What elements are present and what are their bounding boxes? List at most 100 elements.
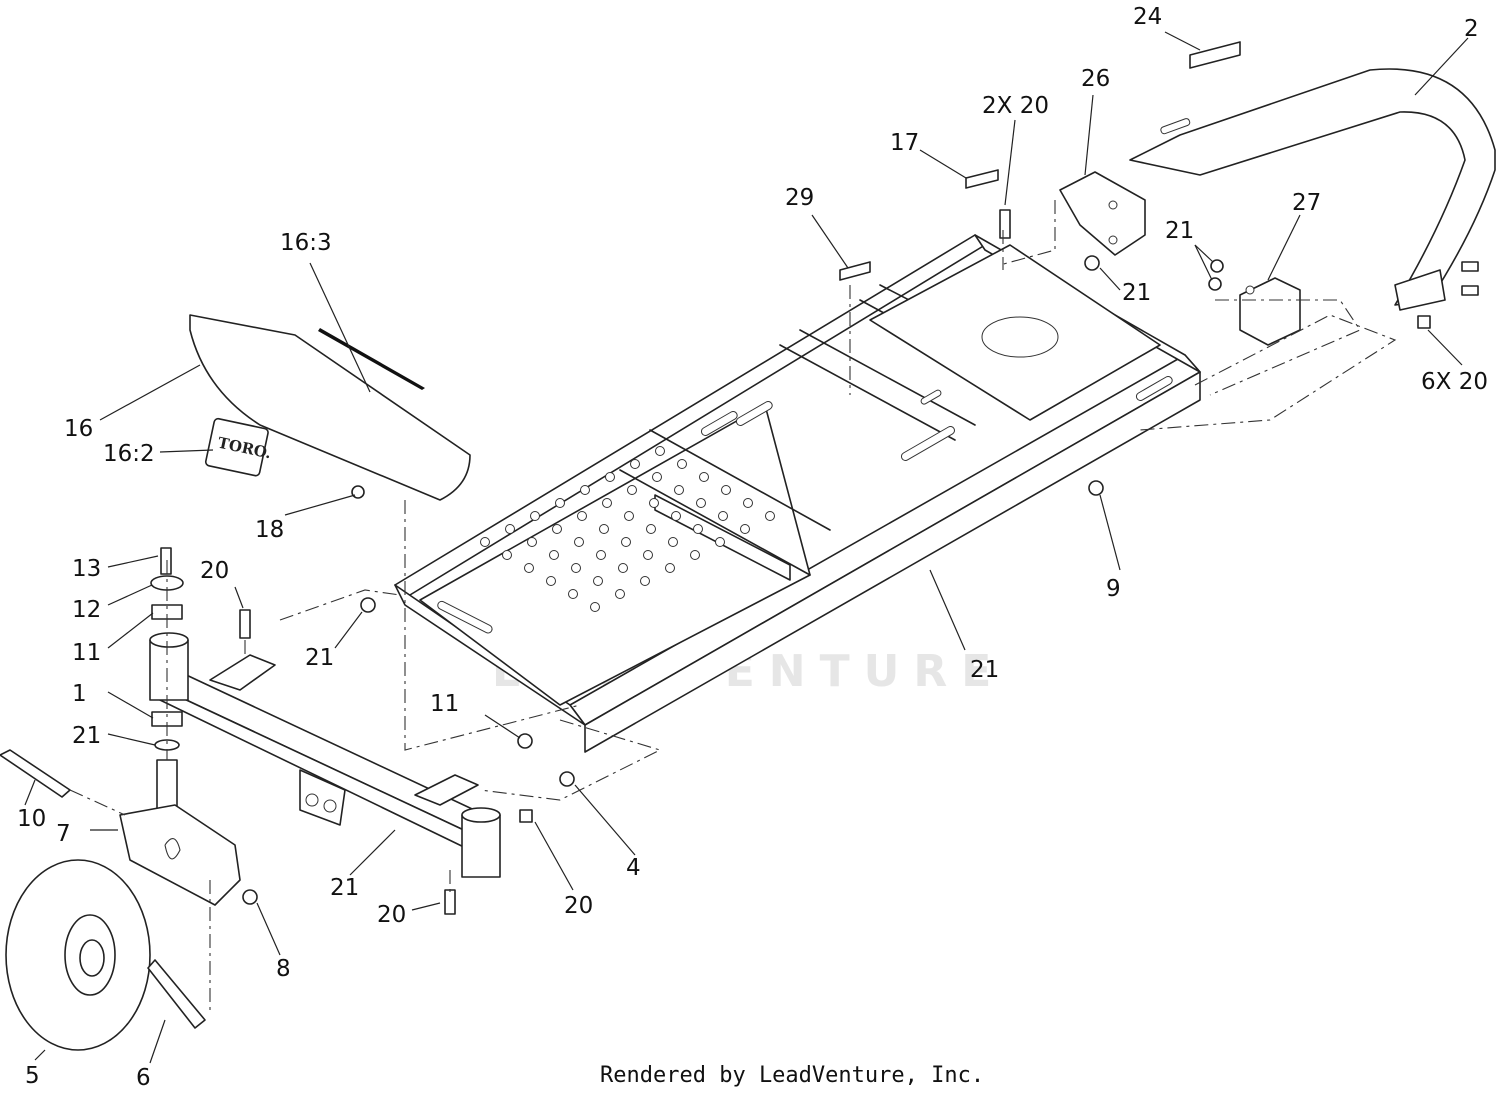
callout-17: 17: [890, 130, 919, 156]
floor-hole: [530, 511, 540, 521]
bolt-20-side: [519, 809, 533, 823]
bolt-6x20-a: [1461, 261, 1479, 272]
callout-9: 7: [56, 821, 71, 847]
callout-13: 13: [72, 556, 101, 582]
floor-hole: [646, 524, 656, 534]
nut-21-g: [1208, 277, 1222, 291]
callout-7: 10: [17, 806, 46, 832]
floor-hole: [696, 498, 706, 508]
floor-hole: [596, 550, 606, 560]
front-axle-frame: [149, 632, 501, 878]
floor-hole: [624, 511, 634, 521]
callout-24: 24: [1133, 4, 1162, 30]
callout-5: 5: [25, 1063, 40, 1089]
floor-hole: [721, 485, 731, 495]
callout-21-e: 9: [1106, 576, 1121, 602]
floor-hole: [552, 524, 562, 534]
floor-hole: [765, 511, 775, 521]
callout-21-f: 4: [626, 855, 641, 881]
bolt-20-top: [999, 209, 1011, 239]
callout-21-d: 11: [430, 691, 459, 717]
callout-1: 21: [970, 657, 999, 683]
floor-hole: [593, 576, 603, 586]
floor-hole: [677, 459, 687, 469]
callout-29: 29: [785, 185, 814, 211]
callout-16-3: 16:3: [280, 230, 332, 256]
callout-16-2: 16:2: [103, 441, 155, 467]
callout-20-c: 20: [564, 893, 593, 919]
callout-4: 21: [330, 875, 359, 901]
floor-hole: [568, 589, 578, 599]
floor-hole: [577, 511, 587, 521]
floor-hole: [524, 563, 534, 573]
roll-over-bar: [1129, 68, 1496, 311]
floor-hole: [668, 537, 678, 547]
floor-hole: [505, 524, 515, 534]
callout-21-b: 21: [1165, 218, 1194, 244]
nut-21-f: [1210, 259, 1224, 273]
floor-hole: [618, 563, 628, 573]
floor-hole: [574, 537, 584, 547]
nut-21-d: [1088, 480, 1104, 496]
floor-hole: [630, 459, 640, 469]
floor-hole: [674, 485, 684, 495]
callout-10: 21: [72, 723, 101, 749]
floor-hole: [621, 537, 631, 547]
floor-hole: [690, 550, 700, 560]
floor-hole: [580, 485, 590, 495]
spacer-tube-6: [147, 959, 206, 1029]
callout-2: 2: [1464, 16, 1479, 42]
floor-hole: [555, 498, 565, 508]
callout-18: 18: [255, 517, 284, 543]
floor-hole: [643, 550, 653, 560]
assembly-lines: [69, 200, 1397, 1015]
floor-hole: [480, 537, 490, 547]
callout-27: 27: [1292, 190, 1321, 216]
callout-12: 12: [72, 597, 101, 623]
toro-decal: [204, 417, 269, 477]
floor-hole: [571, 563, 581, 573]
floor-hole: [546, 576, 556, 586]
nut-21-c: [559, 771, 575, 787]
nut-8: [242, 889, 258, 905]
axle-bolt-7: [0, 749, 71, 798]
floor-hole: [502, 550, 512, 560]
floor-hole: [655, 446, 665, 456]
callouts: 24 2 26 2X 20 17 29 21 27 21 6X 20 16:3 …: [17, 4, 1488, 1091]
nut-21-a: [360, 597, 376, 613]
floor-hole: [693, 524, 703, 534]
callout-2x20: 2X 20: [982, 93, 1049, 119]
control-panel-16: TORO.: [189, 314, 471, 501]
callout-21-c: 21: [305, 645, 334, 671]
floor-hole: [527, 537, 537, 547]
callout-20-b: 20: [377, 902, 406, 928]
hardware: [160, 209, 1479, 915]
floor-hole: [605, 472, 615, 482]
bolt-20-bottom: [444, 889, 456, 915]
callout-26: 26: [1081, 66, 1110, 92]
bolt-13: [160, 547, 172, 575]
callout-11-a: 11: [72, 640, 101, 666]
nut-21-e: [1084, 255, 1100, 271]
floor-hole: [599, 524, 609, 534]
footer-credit: Rendered by LeadVenture, Inc.: [600, 1063, 984, 1088]
floor-hole: [549, 550, 559, 560]
bolt-6x20-c: [1417, 315, 1431, 329]
callout-20-a: 20: [200, 558, 229, 584]
decal-17: [965, 169, 999, 189]
floor-hole: [665, 563, 675, 573]
callout-11-b: 1: [72, 681, 87, 707]
floor-hole: [602, 498, 612, 508]
callout-6x20: 6X 20: [1421, 369, 1488, 395]
floor-hole: [743, 498, 753, 508]
bracket-26: [1059, 171, 1146, 256]
callout-8: 8: [276, 956, 291, 982]
tire-wheel-5: [5, 859, 151, 1051]
floor-hole-grid: [480, 446, 775, 612]
floor-hole: [671, 511, 681, 521]
callout-21-a: 21: [1122, 280, 1151, 306]
bolt-6x20-b: [1461, 285, 1479, 296]
floor-hole: [649, 498, 659, 508]
callout-16: 16: [64, 416, 93, 442]
